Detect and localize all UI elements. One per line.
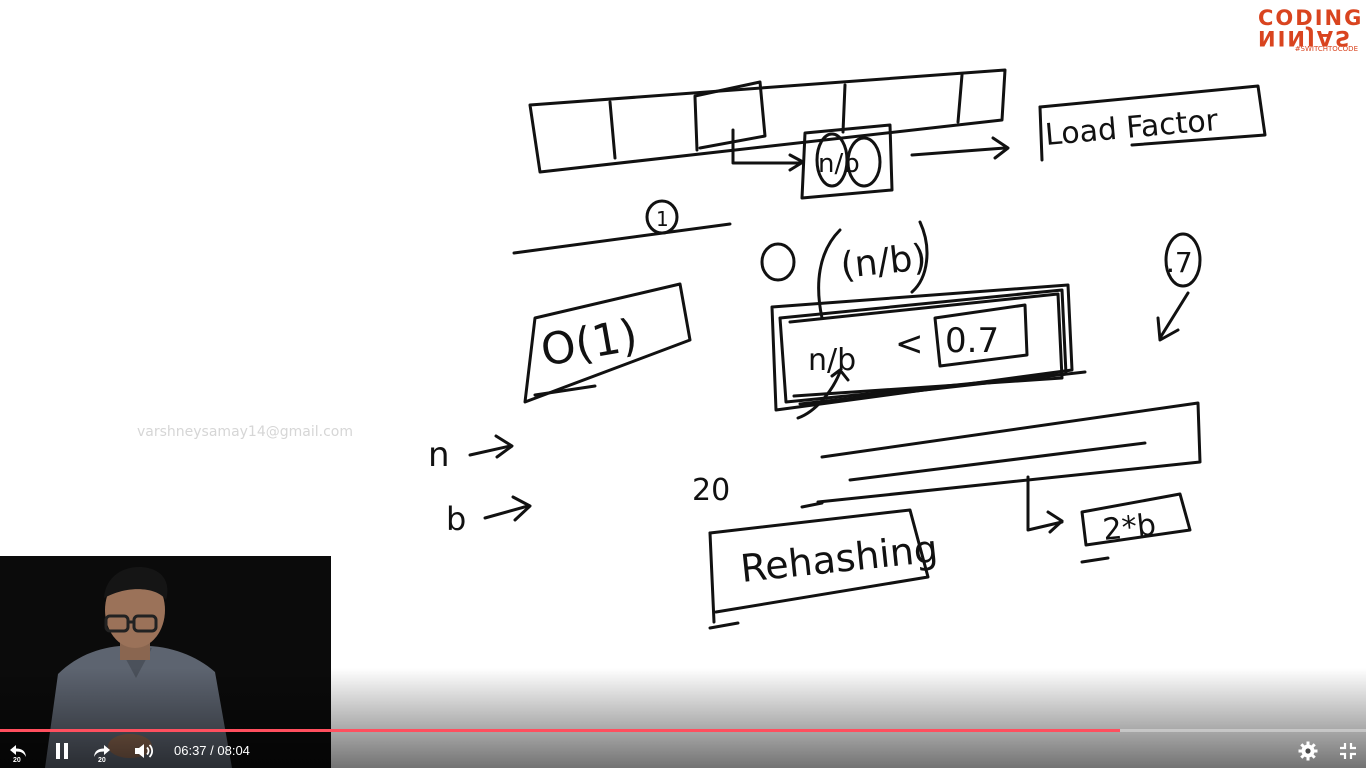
point-seven-text: .7 xyxy=(1166,246,1193,279)
watermark-email: varshneysamay14@gmail.com xyxy=(137,424,353,440)
circled-one-text: 1 xyxy=(656,207,669,231)
player-controls: 20 20 06:37 / 08:04 xyxy=(0,734,1366,768)
ratio-text: n/b xyxy=(818,149,860,179)
big-o-one-text: O(1) xyxy=(537,310,641,377)
rewind-seconds: 20 xyxy=(13,757,21,764)
twenty-text: 20 xyxy=(692,473,730,508)
rewind-20-icon xyxy=(10,745,26,757)
controls-gradient xyxy=(0,668,1366,768)
condition-left-text: n/b xyxy=(808,343,856,378)
settings-button[interactable] xyxy=(1294,737,1322,765)
rewind-button[interactable]: 20 xyxy=(4,737,32,765)
condition-value-text: 0.7 xyxy=(945,321,999,361)
progress-bar[interactable] xyxy=(0,729,1366,732)
forward-seconds: 20 xyxy=(98,757,106,764)
time-display: 06:37 / 08:04 xyxy=(174,743,250,758)
two-b-text: 2*b xyxy=(1101,508,1158,548)
volume-button[interactable] xyxy=(130,737,158,765)
b-label-text: b xyxy=(446,500,466,538)
settings-gear-icon xyxy=(1298,741,1318,761)
condition-op-text: < xyxy=(895,324,924,364)
forward-20-icon xyxy=(94,745,110,757)
exit-fullscreen-icon xyxy=(1340,743,1356,759)
o-ratio-text: (n/b) xyxy=(839,237,929,287)
pause-button[interactable] xyxy=(48,737,76,765)
logo-tagline: #SWITCHTOCODE xyxy=(1294,45,1358,53)
logo-line1: CODING xyxy=(1258,6,1364,30)
coding-ninjas-logo: CODING NINJAS #SWITCHTOCODE xyxy=(1256,6,1364,56)
exit-fullscreen-button[interactable] xyxy=(1334,737,1362,765)
volume-icon xyxy=(135,744,154,758)
forward-button[interactable]: 20 xyxy=(88,737,116,765)
n-label-text: n xyxy=(428,435,450,475)
progress-bar-fill xyxy=(0,729,1121,732)
pause-icon xyxy=(56,743,68,759)
load-factor-text: Load Factor xyxy=(1044,103,1220,153)
